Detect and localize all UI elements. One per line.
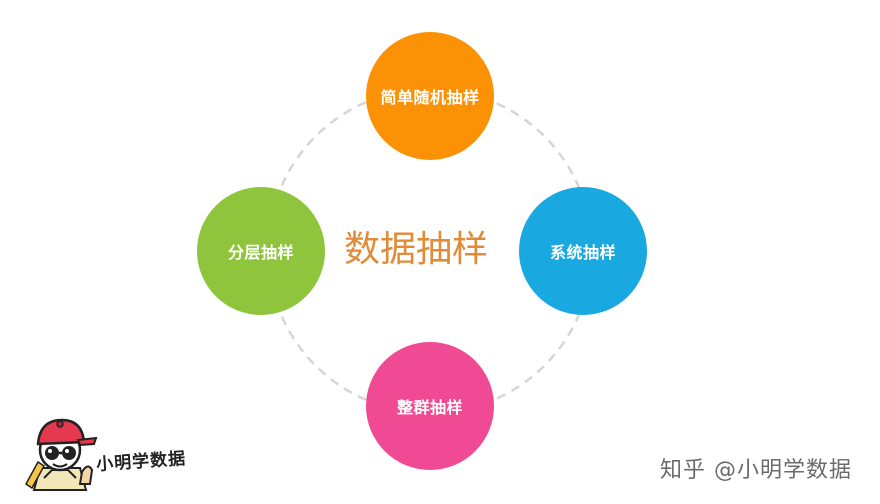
node-label: 整群抽样 xyxy=(396,398,463,417)
node-label: 分层抽样 xyxy=(227,243,294,262)
watermark-text: 知乎 @小明学数据 xyxy=(660,458,852,483)
node-stratified-sampling: 分层抽样 xyxy=(197,187,325,315)
center-title: 数据抽样 xyxy=(343,229,488,270)
node-simple-random-sampling: 简单随机抽样 xyxy=(366,32,494,160)
node-systematic-sampling: 系统抽样 xyxy=(519,187,647,315)
node-cluster-sampling: 整群抽样 xyxy=(366,342,494,470)
node-label: 系统抽样 xyxy=(549,243,616,262)
mascot-logo-icon xyxy=(25,418,98,491)
node-label: 简单随机抽样 xyxy=(380,88,480,107)
